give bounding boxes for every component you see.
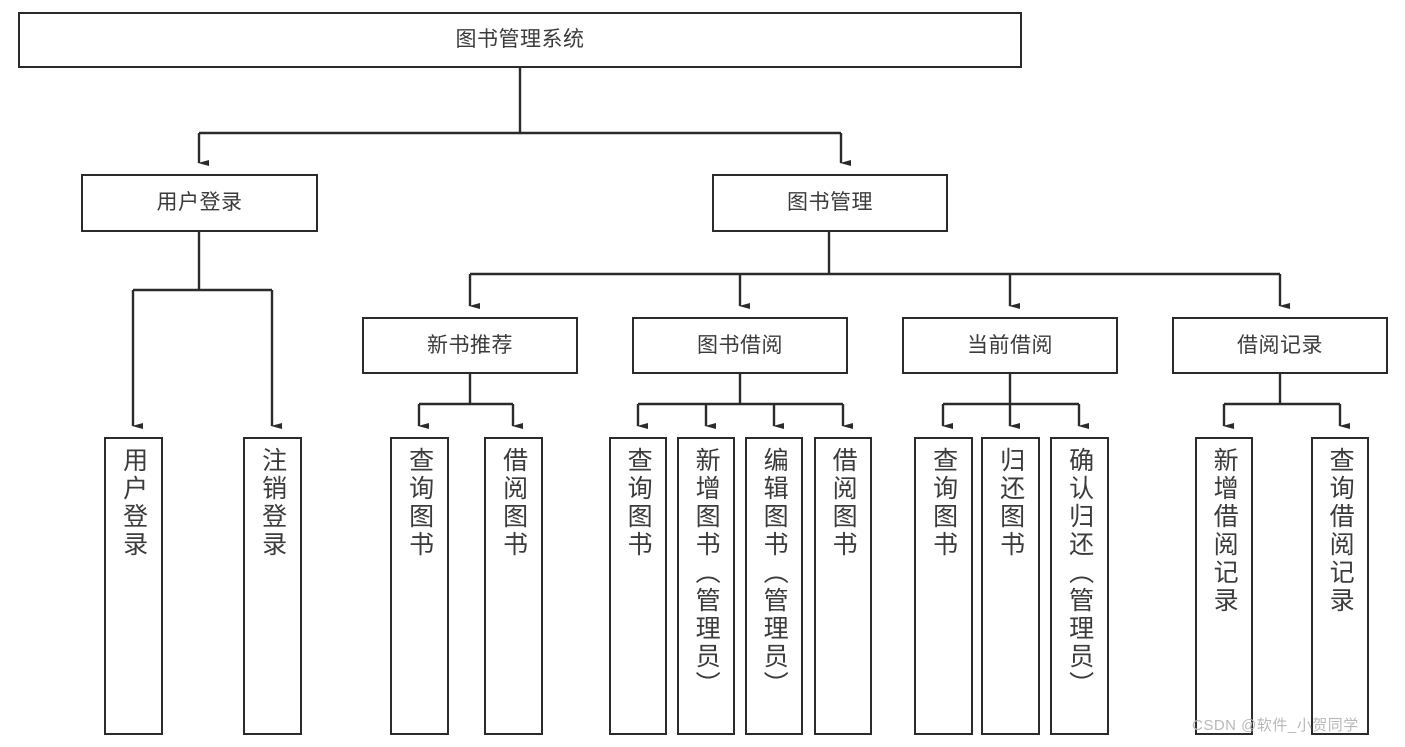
node-leaf-return-book-label: 归还图书 (996, 447, 1025, 559)
node-leaf-add-book-label: 新增图书（管理员） (692, 447, 721, 699)
node-leaf-edit-book-label: 编辑图书（管理员） (760, 447, 789, 699)
node-leaf-return-book[interactable]: 归还图书 (981, 437, 1040, 735)
node-book-management-label: 图书管理 (787, 191, 873, 215)
node-leaf-query-book-2[interactable]: 查询图书 (609, 437, 667, 735)
node-book-borrow-label: 图书借阅 (697, 333, 783, 357)
node-leaf-borrow-book-1[interactable]: 借阅图书 (484, 437, 543, 735)
node-leaf-query-record[interactable]: 查询借阅记录 (1311, 437, 1369, 735)
node-leaf-add-book[interactable]: 新增图书（管理员） (677, 437, 735, 735)
node-leaf-user-login[interactable]: 用户登录 (104, 437, 163, 735)
node-leaf-confirm-return-label: 确认归还（管理员） (1065, 447, 1094, 699)
node-root[interactable]: 图书管理系统 (18, 12, 1022, 68)
node-book-borrow[interactable]: 图书借阅 (632, 317, 848, 374)
node-leaf-query-book-2-label: 查询图书 (624, 447, 653, 559)
node-leaf-borrow-book-2-label: 借阅图书 (829, 447, 858, 559)
node-leaf-logout-login[interactable]: 注销登录 (243, 437, 302, 735)
node-leaf-add-record[interactable]: 新增借阅记录 (1195, 437, 1253, 735)
node-leaf-confirm-return[interactable]: 确认归还（管理员） (1050, 437, 1109, 735)
node-leaf-query-book-3[interactable]: 查询图书 (914, 437, 973, 735)
node-leaf-logout-login-label: 注销登录 (258, 447, 287, 559)
node-leaf-user-login-label: 用户登录 (119, 447, 148, 559)
node-current-borrow-label: 当前借阅 (967, 333, 1053, 357)
node-new-book-recommend-label: 新书推荐 (427, 333, 513, 357)
node-leaf-query-record-label: 查询借阅记录 (1326, 447, 1355, 615)
node-borrow-record[interactable]: 借阅记录 (1172, 317, 1388, 374)
watermark: CSDN @软件_小贺同学 (1192, 717, 1359, 734)
node-leaf-borrow-book-2[interactable]: 借阅图书 (814, 437, 872, 735)
node-leaf-edit-book[interactable]: 编辑图书（管理员） (745, 437, 803, 735)
node-borrow-record-label: 借阅记录 (1237, 333, 1323, 357)
node-leaf-query-book-1-label: 查询图书 (405, 447, 434, 559)
node-book-management[interactable]: 图书管理 (712, 174, 948, 232)
node-user-login[interactable]: 用户登录 (81, 174, 318, 232)
node-leaf-borrow-book-1-label: 借阅图书 (499, 447, 528, 559)
node-leaf-query-book-3-label: 查询图书 (929, 447, 958, 559)
node-user-login-label: 用户登录 (156, 191, 243, 215)
node-new-book-recommend[interactable]: 新书推荐 (362, 317, 578, 374)
node-current-borrow[interactable]: 当前借阅 (902, 317, 1118, 374)
node-root-label: 图书管理系统 (455, 28, 585, 52)
node-leaf-add-record-label: 新增借阅记录 (1210, 447, 1239, 615)
node-leaf-query-book-1[interactable]: 查询图书 (390, 437, 449, 735)
